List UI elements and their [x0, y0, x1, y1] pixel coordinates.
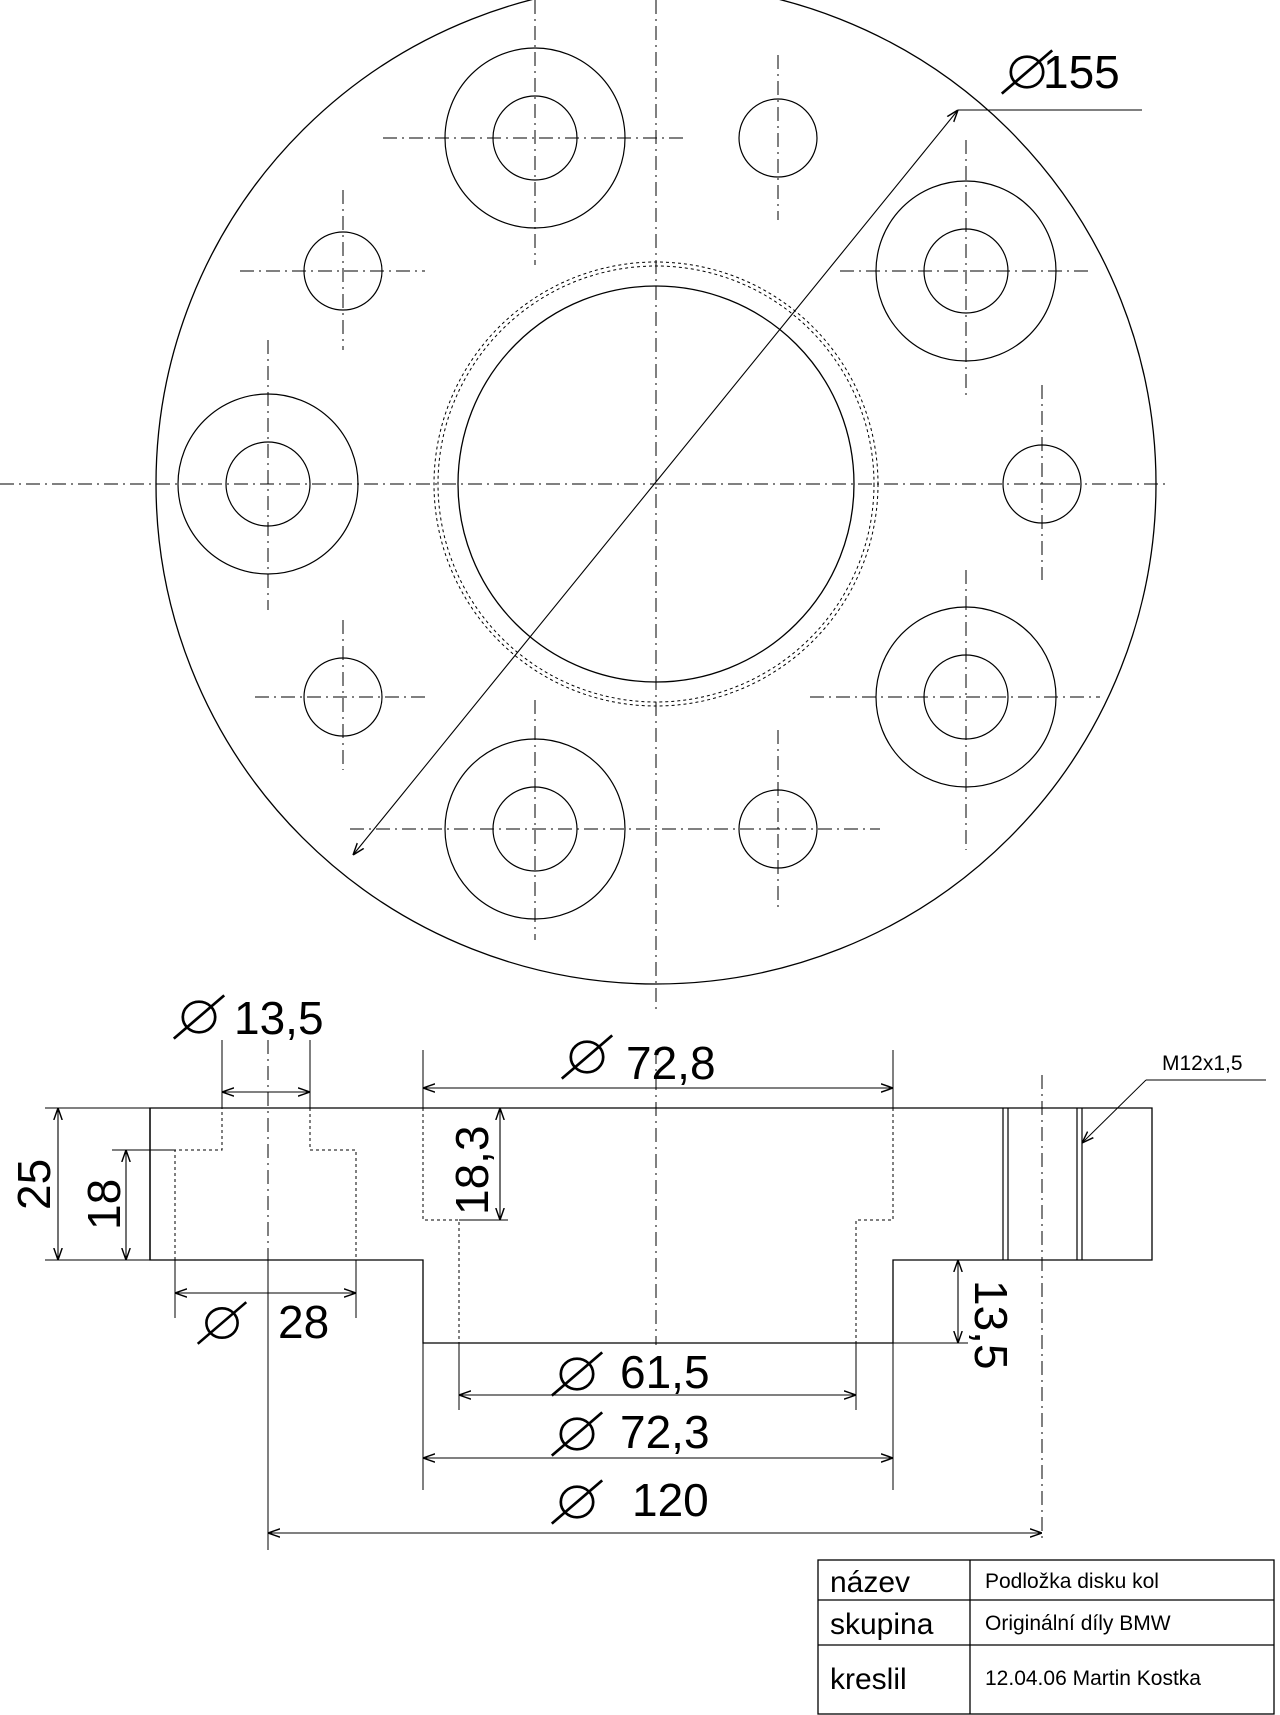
counterbored-hole-right-upper: [840, 140, 1090, 400]
title-block-value-skupina: Originální díly BMW: [985, 1612, 1171, 1635]
hub-height-dimension: 13,5: [893, 1260, 1017, 1370]
total-height-dimension: 25: [8, 1107, 150, 1261]
total-height-label: 25: [8, 1159, 60, 1210]
flange-height-dimension: 18: [78, 1149, 175, 1260]
counterbored-hole-right-lower: [810, 570, 1100, 850]
title-block-label-kreslil: kreslil: [830, 1663, 907, 1696]
counterbored-hole-top: [383, 0, 685, 265]
hole-diameter-label: 13,5: [234, 992, 324, 1044]
diameter-symbol-icon: [172, 994, 226, 1040]
diameter-symbol-icon: [550, 1411, 604, 1457]
counterbored-hole-bottom: [350, 700, 880, 940]
thread-callout: M12x1,5: [1082, 1052, 1266, 1143]
recess-depth-label: 18,3: [446, 1125, 498, 1215]
title-block-label-nazev: název: [830, 1566, 910, 1599]
small-hole-left-upper: [240, 190, 425, 350]
diameter-symbol-icon: [550, 1479, 604, 1525]
title-block-frame: [817, 1559, 1275, 1715]
bore-diameter-label: 72,8: [626, 1037, 716, 1089]
diameter-symbol-icon: [560, 1034, 614, 1080]
counterbored-holes: [177, 0, 1100, 940]
flange-height-label: 18: [78, 1179, 130, 1230]
title-block-value-nazev: Podložka disku kol: [985, 1570, 1159, 1593]
outer-disc-circle: [155, 0, 1157, 985]
outer-diameter-label: 155: [1043, 46, 1120, 98]
small-hole-top-right: [738, 55, 818, 220]
section-bolt-hole: [174, 1108, 357, 1260]
hub-diameter-dimension: 72,3: [422, 1343, 894, 1490]
section-recess: [422, 1108, 894, 1343]
counterbore-diameter-label: 28: [278, 1296, 329, 1348]
counterbored-hole-left: [177, 340, 359, 610]
small-hole-bottom-right: [738, 730, 818, 910]
counterbore-diameter-dimension: 28: [174, 1260, 357, 1348]
bore-diameter-dimension: 72,8: [422, 1034, 894, 1108]
hole-diameter-dimension: 13,5: [172, 992, 324, 1108]
inner-diameter-label: 61,5: [620, 1346, 710, 1398]
pitch-diameter-label: 120: [632, 1474, 709, 1526]
inner-diameter-dimension: 61,5: [458, 1343, 857, 1410]
small-hole-left-lower: [255, 620, 425, 770]
title-block-value-kreslil: 12.04.06 Martin Kostka: [985, 1667, 1201, 1690]
small-hole-right: [1002, 385, 1082, 580]
hub-diameter-label: 72,3: [620, 1406, 710, 1458]
thread-label: M12x1,5: [1162, 1052, 1243, 1075]
diameter-symbol-icon: [196, 1300, 248, 1346]
recess-depth-dimension: 18,3: [446, 1108, 508, 1221]
pitch-diameter-dimension: 120: [267, 1260, 1042, 1550]
diameter-symbol-icon: [550, 1351, 604, 1397]
title-block-label-skupina: skupina: [830, 1608, 934, 1641]
outer-diameter-dimension: 155: [353, 46, 1142, 855]
title-block: název Podložka disku kol skupina Originá…: [817, 1559, 1275, 1715]
top-view: 155: [0, 0, 1170, 1010]
small-holes: [240, 55, 1082, 910]
section-view: 13,5 72,8 M12x1,5 25 18: [8, 992, 1266, 1550]
section-threaded-hole: [1002, 1075, 1083, 1540]
hub-height-label: 13,5: [965, 1280, 1017, 1370]
